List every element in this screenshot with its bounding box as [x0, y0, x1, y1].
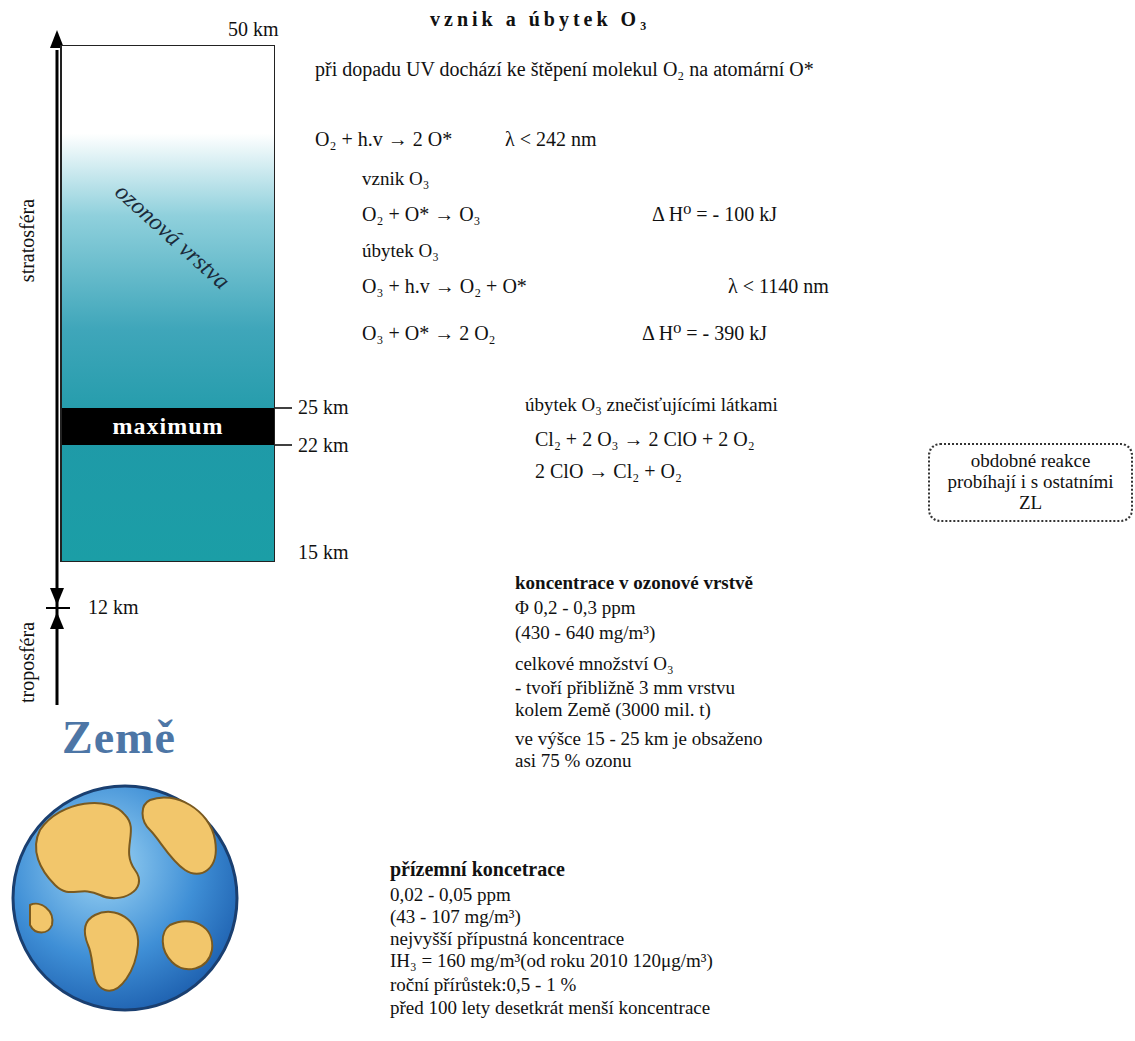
band-label: maximum: [113, 413, 224, 440]
text-label: 25 km: [298, 396, 349, 419]
text-label: 12 km: [88, 596, 139, 619]
text-label: nejvyšší přípustná koncentrace: [390, 928, 624, 950]
text-label: celkové množství O₃: [515, 653, 674, 675]
ozone-column: ozonová vrstva maximum: [60, 45, 275, 562]
text-label: O₃ + O* → 2 O₂: [362, 322, 496, 345]
diagram-title: vznik a úbytek O₃: [430, 8, 650, 31]
text-label: 22 km: [298, 434, 349, 457]
text-label: roční přírůstek:0,5 - 1 %: [390, 974, 576, 996]
maximum-band: maximum: [62, 408, 274, 445]
text-label: O₂ + O* → O₃: [362, 203, 481, 226]
text-label: (430 - 640 mg/m³): [515, 622, 655, 644]
text-label: koncentrace v ozonové vrstvě: [515, 572, 753, 594]
text-label: O₃ + h.v → O₂ + O*: [362, 275, 527, 298]
text-label: Cl₂ + 2 O₃ → 2 ClO + 2 O₂: [535, 428, 755, 451]
text-label: úbytek O₃: [362, 240, 439, 262]
axis-label: troposféra: [17, 621, 40, 702]
text-label: λ < 1140 nm: [728, 275, 829, 298]
earth-label: Země: [62, 712, 176, 765]
text-label: 0,02 - 0,05 ppm: [390, 884, 511, 906]
text-label: O₂ + h.v → 2 O*: [315, 128, 452, 151]
note-box: obdobné reakce probíhají i s ostatními Z…: [928, 443, 1133, 522]
text-label: ve výšce 15 - 25 km je obsaženo asi 75 %…: [515, 728, 765, 772]
text-label: - tvoří přibližně 3 mm vrstvu kolem Země…: [515, 677, 780, 721]
text-label: úbytek O₃ znečisťujícími látkami: [525, 394, 778, 416]
text-label: před 100 lety desetkrát menší koncentrac…: [390, 997, 710, 1019]
earth-illustration: [13, 786, 237, 1010]
text-label: přízemní koncetrace: [390, 858, 565, 881]
text-label: 2 ClO → Cl₂ + O₂: [535, 460, 682, 483]
text-label: vznik O₃: [362, 168, 429, 190]
text-label: 50 km: [228, 18, 279, 41]
layer-label: ozonová vrstva: [109, 178, 235, 295]
text-label: při dopadu UV dochází ke štěpení molekul…: [315, 58, 814, 81]
altitude-axis: [46, 30, 292, 705]
text-label: IH₃ = 160 mg/m³(od roku 2010 120μg/m³): [390, 950, 713, 972]
axis-label: stratosféra: [17, 198, 40, 281]
note-text: obdobné reakce probíhají i s ostatními Z…: [947, 450, 1113, 513]
text-label: Δ H⁰ = - 390 kJ: [642, 322, 767, 345]
text-label: (43 - 107 mg/m³): [390, 906, 521, 928]
text-label: 15 km: [298, 541, 349, 564]
text-label: Φ 0,2 - 0,3 ppm: [515, 597, 636, 619]
text-label: Δ H⁰ = - 100 kJ: [652, 203, 777, 226]
text-label: λ < 242 nm: [505, 128, 597, 151]
